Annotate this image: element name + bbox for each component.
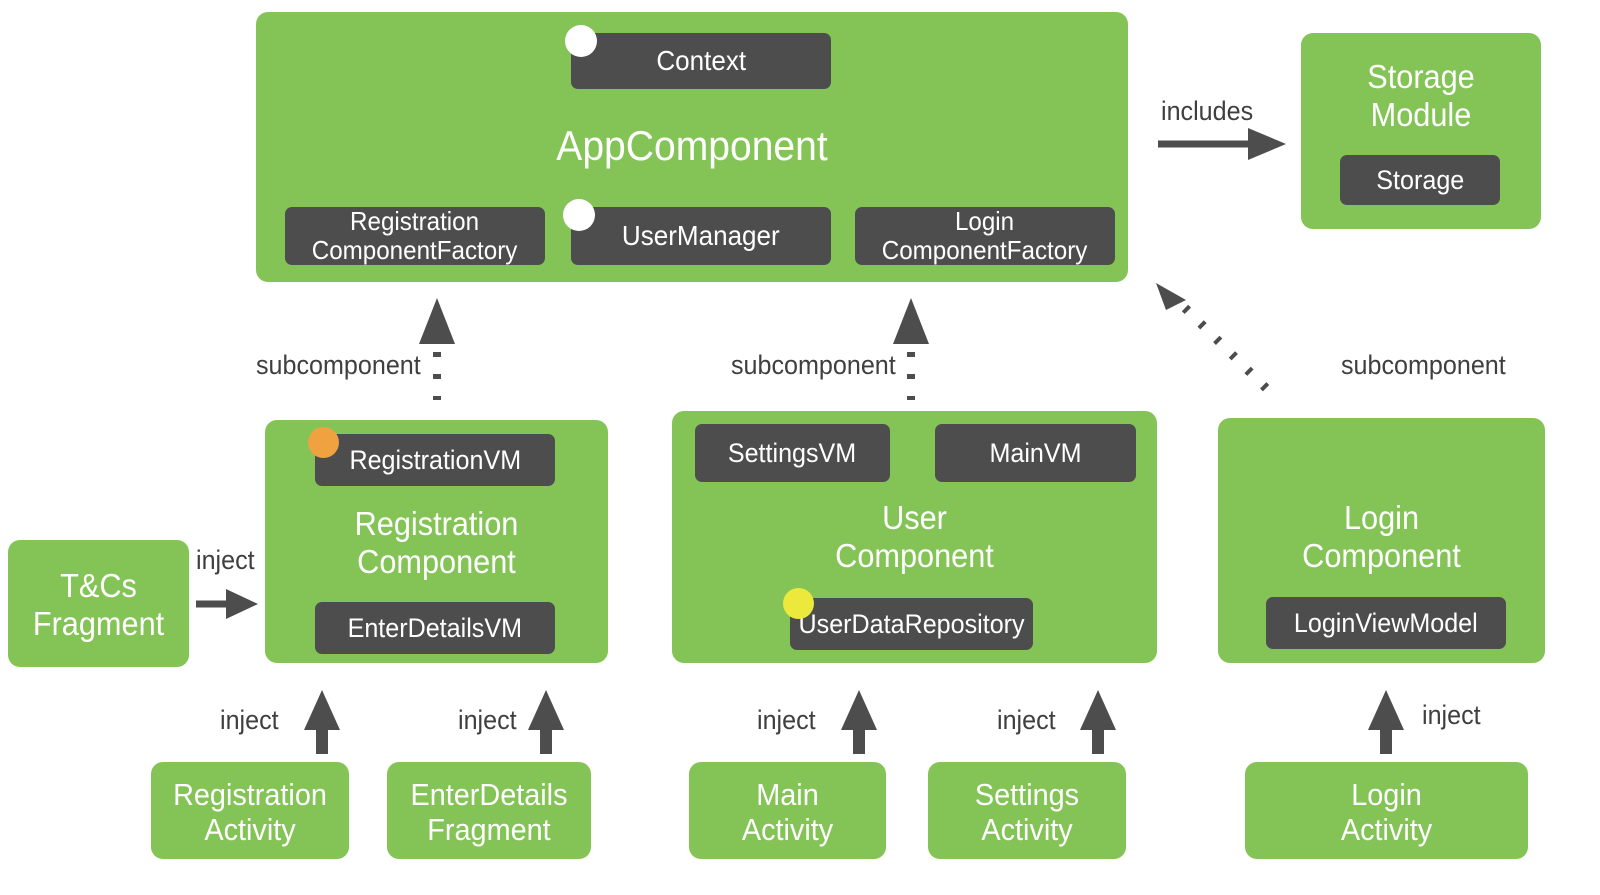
user-component-title: User Component bbox=[835, 499, 994, 574]
binding-registration-component-factory[interactable]: Registration ComponentFactory bbox=[285, 205, 545, 265]
tcs-fragment-label: T&Cs Fragment bbox=[32, 567, 165, 642]
registration-component-title: Registration Component bbox=[354, 505, 519, 580]
binding-context[interactable]: Context bbox=[571, 33, 831, 89]
edge-inject-settings-arrow bbox=[1080, 690, 1116, 754]
edge-label-inject-registration: inject bbox=[220, 705, 279, 735]
edge-label-inject-login: inject bbox=[1422, 700, 1481, 730]
binding-login-view-model-label: LoginViewModel bbox=[1294, 607, 1478, 638]
main-activity[interactable] bbox=[689, 762, 886, 859]
login-activity[interactable] bbox=[1245, 762, 1528, 859]
edge-label-inject-settings: inject bbox=[997, 705, 1056, 735]
edge-label-inject-enter-details: inject bbox=[458, 705, 517, 735]
binding-login-view-model[interactable]: LoginViewModel bbox=[1266, 597, 1506, 649]
binding-registration-vm-label: RegistrationVM bbox=[349, 444, 521, 475]
edge-subcomponent-login-arrow bbox=[1156, 283, 1282, 404]
binding-main-vm-label: MainVM bbox=[989, 437, 1082, 468]
binding-context-label: Context bbox=[656, 45, 746, 77]
edge-label-subcomponent-login: subcomponent bbox=[1341, 350, 1506, 380]
binding-user-manager[interactable]: UserManager bbox=[571, 207, 831, 265]
binding-storage-label: Storage bbox=[1376, 164, 1464, 195]
edge-label-includes: includes bbox=[1161, 96, 1254, 126]
scope-dot-user-scope bbox=[783, 588, 814, 619]
binding-registration-component-factory-label: Registration ComponentFactory bbox=[312, 205, 518, 265]
binding-settings-vm[interactable]: SettingsVM bbox=[695, 424, 890, 482]
storage-module-title: Storage Module bbox=[1367, 58, 1475, 133]
registration-activity-label: Registration Activity bbox=[173, 777, 327, 848]
edge-label-inject-tcs: inject bbox=[196, 545, 255, 575]
edge-inject-registration-arrow bbox=[304, 690, 340, 754]
edge-inject-main-arrow bbox=[841, 690, 877, 754]
binding-enter-details-vm-label: EnterDetailsVM bbox=[347, 612, 523, 643]
edge-label-inject-main: inject bbox=[757, 705, 816, 735]
edge-includes-arrow bbox=[1158, 128, 1286, 160]
scope-dot-singleton-user-manager bbox=[563, 199, 595, 231]
edge-subcomponent-registration-arrow bbox=[419, 298, 455, 400]
login-activity-label: Login Activity bbox=[1340, 777, 1433, 848]
binding-login-component-factory-label: Login ComponentFactory bbox=[882, 205, 1088, 265]
edge-inject-login-arrow bbox=[1368, 690, 1404, 754]
main-activity-label: Main Activity bbox=[741, 777, 834, 848]
binding-main-vm[interactable]: MainVM bbox=[935, 424, 1136, 482]
registration-activity[interactable] bbox=[151, 762, 349, 859]
edge-subcomponent-user-arrow bbox=[893, 298, 929, 400]
edge-inject-enter-details-arrow bbox=[528, 690, 564, 754]
binding-user-data-repository[interactable]: UserDataRepository bbox=[790, 598, 1033, 650]
binding-storage[interactable]: Storage bbox=[1340, 155, 1500, 205]
scope-dot-singleton-context bbox=[565, 25, 597, 57]
enter-details-fragment-label: EnterDetails Fragment bbox=[410, 777, 568, 848]
binding-enter-details-vm[interactable]: EnterDetailsVM bbox=[315, 602, 555, 654]
app-component-title: AppComponent bbox=[556, 122, 828, 169]
binding-login-component-factory[interactable]: Login ComponentFactory bbox=[855, 205, 1115, 265]
binding-registration-vm[interactable]: RegistrationVM bbox=[315, 434, 555, 486]
edge-label-subcomponent-user: subcomponent bbox=[731, 350, 896, 380]
enter-details-fragment[interactable] bbox=[387, 762, 591, 859]
settings-activity[interactable] bbox=[928, 762, 1126, 859]
binding-user-manager-label: UserManager bbox=[622, 220, 780, 252]
edge-label-subcomponent-registration: subcomponent bbox=[256, 350, 421, 380]
settings-activity-label: Settings Activity bbox=[974, 777, 1080, 848]
binding-settings-vm-label: SettingsVM bbox=[728, 437, 857, 468]
binding-user-data-repository-label: UserDataRepository bbox=[798, 608, 1025, 639]
tcs-fragment[interactable] bbox=[8, 540, 189, 667]
edge-inject-tcs-arrow bbox=[196, 589, 258, 619]
scope-dot-registration-scope bbox=[308, 427, 339, 458]
login-component-title: Login Component bbox=[1302, 499, 1461, 574]
